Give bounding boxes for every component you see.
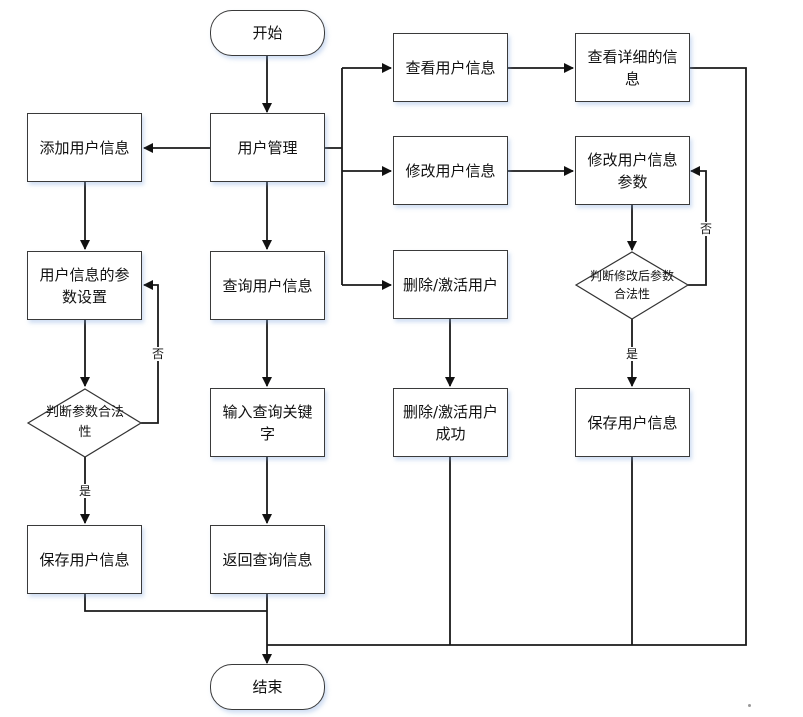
- add-user-box: 添加用户信息: [27, 113, 142, 182]
- param-setting-box: 用户信息的参数设置: [27, 251, 142, 320]
- decision-judge-modified-shape: [574, 251, 690, 320]
- delete-success-box: 删除/激活用户成功: [393, 388, 508, 457]
- edge-save-left-to-merge: [84, 594, 267, 612]
- view-user-box: 查看用户信息: [393, 33, 508, 102]
- view-detail-box: 查看详细的信息: [575, 33, 690, 102]
- stray-dot: [748, 704, 751, 707]
- edge-detail-to-merge: [267, 67, 747, 646]
- start-terminal: 开始: [210, 10, 325, 56]
- return-query-box: 返回查询信息: [210, 525, 325, 594]
- input-keyword-box: 输入查询关键字: [210, 388, 325, 457]
- edge-label-right-yes: 是: [626, 347, 639, 361]
- end-terminal: 结束: [210, 664, 325, 710]
- decision-judge-param-shape: [26, 388, 143, 458]
- edge-label-left-no: 否: [152, 347, 165, 361]
- decision-judge-param: 判断参数合法性: [45, 405, 124, 440]
- edge-label-left-yes: 是: [79, 484, 92, 498]
- edge-label-right-no: 否: [700, 222, 713, 236]
- query-user-box: 查询用户信息: [210, 251, 325, 320]
- user-management-box: 用户管理: [210, 113, 325, 182]
- modify-user-box: 修改用户信息: [393, 136, 508, 205]
- modify-params-box: 修改用户信息参数: [575, 136, 690, 205]
- decision-judge-modified: 判断修改后参数合法性: [590, 269, 675, 301]
- delete-activate-box: 删除/激活用户: [393, 250, 508, 319]
- save-user-left-box: 保存用户信息: [27, 525, 142, 594]
- save-user-right-box: 保存用户信息: [575, 388, 690, 457]
